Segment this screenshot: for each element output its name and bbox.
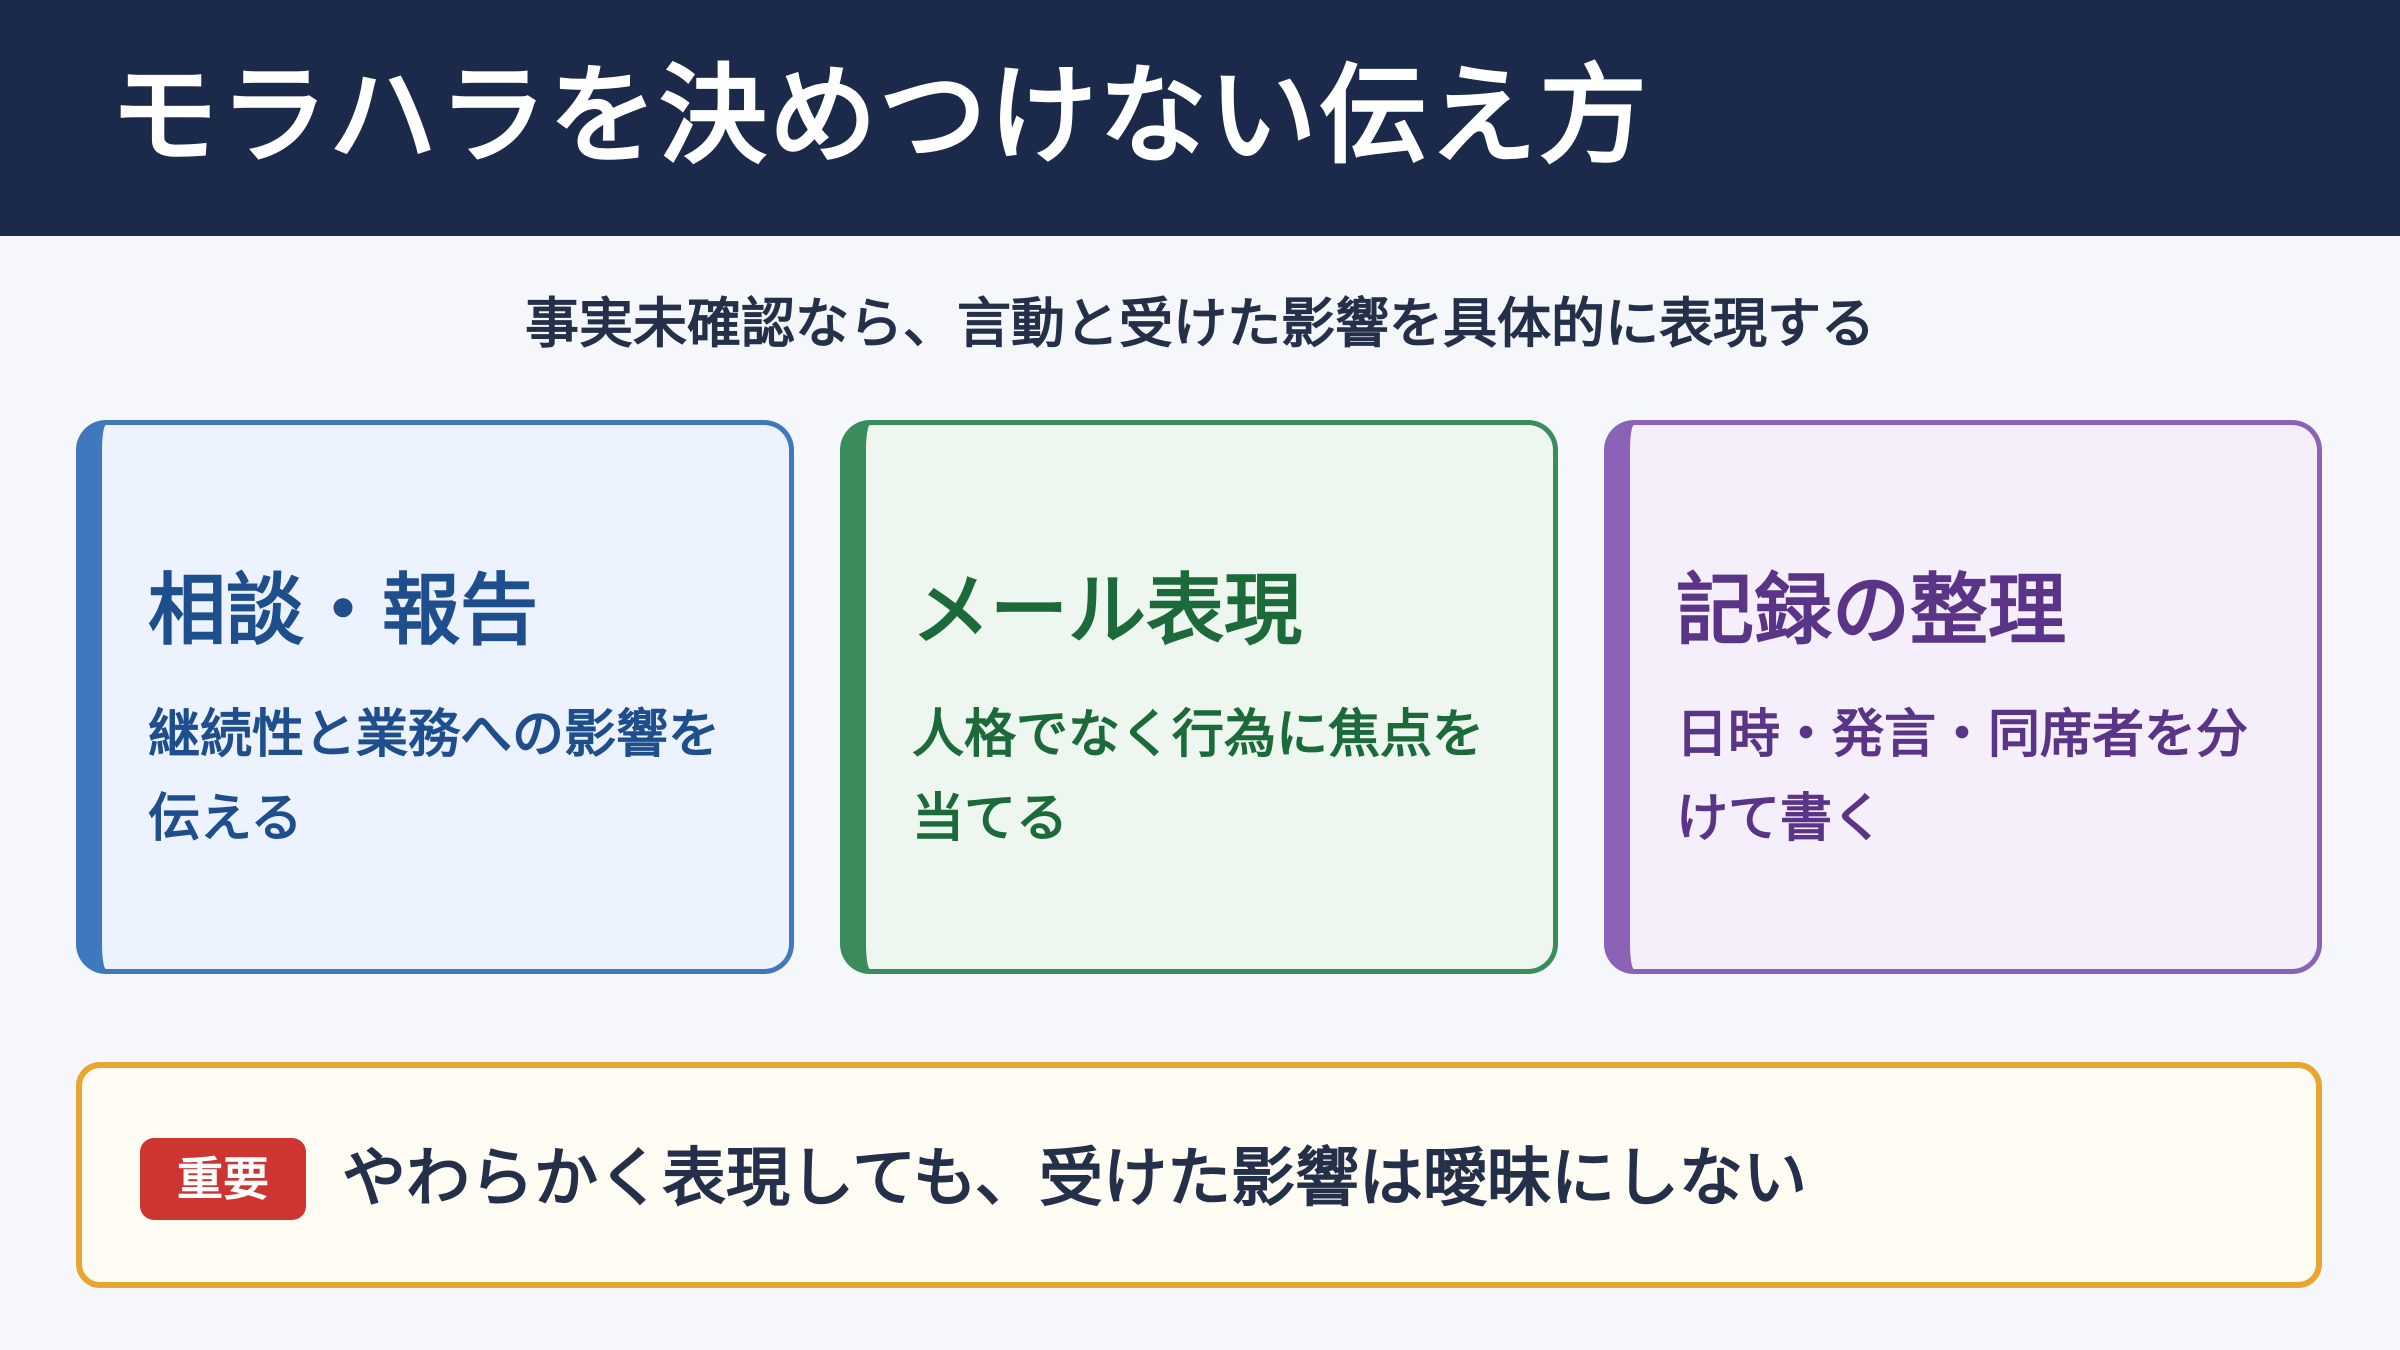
card-body-line: けて書く <box>1676 789 1885 849</box>
card-title: メール表現 <box>912 566 1303 656</box>
card-record-organization: 記録の整理 日時・発言・同席者を分 けて書く <box>1604 420 2322 974</box>
card-body-line: 伝える <box>148 789 303 849</box>
card-body-line: 継続性と業務への影響を <box>148 705 721 765</box>
important-note-text: やわらかく表現しても、受けた影響は曖昧にしない <box>342 1142 1807 1216</box>
card-body: 人格でなく行為に焦点を 当てる <box>912 693 1522 861</box>
page-title: モラハラを決めつけない伝え方 <box>110 54 1649 179</box>
card-title: 記録の整理 <box>1676 566 2067 656</box>
card-consultation: 相談・報告 継続性と業務への影響を 伝える <box>76 420 794 974</box>
card-body-line: 人格でなく行為に焦点を <box>912 705 1485 765</box>
important-note: 重要 やわらかく表現しても、受けた影響は曖昧にしない <box>76 1062 2322 1288</box>
card-body: 継続性と業務への影響を 伝える <box>148 693 758 861</box>
card-title: 相談・報告 <box>148 566 539 656</box>
card-email-expression: メール表現 人格でなく行為に焦点を 当てる <box>840 420 1558 974</box>
header-bar: モラハラを決めつけない伝え方 <box>0 0 2400 236</box>
subtitle: 事実未確認なら、言動と受けた影響を具体的に表現する <box>525 292 1875 355</box>
card-body-line: 日時・発言・同席者を分 <box>1676 705 2249 765</box>
important-badge: 重要 <box>140 1138 306 1220</box>
card-body-line: 当てる <box>912 789 1069 849</box>
card-body: 日時・発言・同席者を分 けて書く <box>1676 693 2286 861</box>
